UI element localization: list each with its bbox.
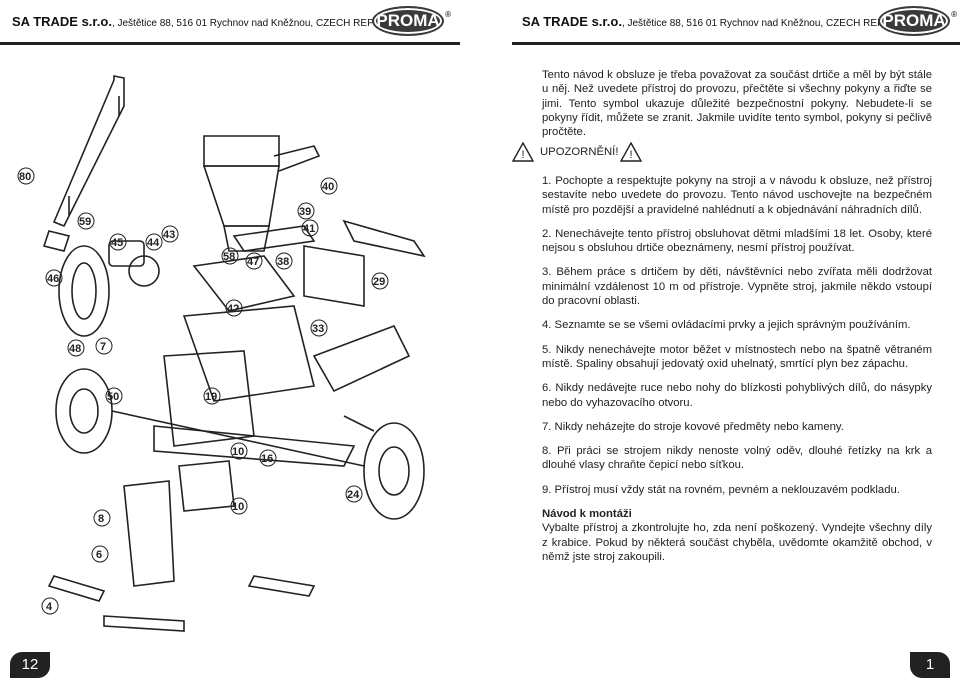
- proma-logo-right: PROMA ®: [878, 6, 957, 36]
- instruction-item: 5. Nikdy nenechávejte motor běžet v míst…: [542, 343, 932, 370]
- diagram-label: 38: [277, 256, 289, 268]
- diagram-label: 24: [347, 489, 360, 501]
- instruction-item: 7. Nikdy neházejte do stroje kovové před…: [542, 420, 844, 433]
- diagram-label: 19: [205, 391, 217, 403]
- instruction-item: 8. Při práci se strojem nikdy nenoste vo…: [542, 445, 932, 472]
- instruction-item: 6. Nikdy nedávejte ruce nebo nohy do blí…: [542, 382, 932, 409]
- exploded-parts-diagram: 80 59 40 39 41 45 44 43 46 58 47 42 29 4…: [17, 75, 426, 632]
- diagram-label: 43: [163, 229, 175, 241]
- svg-text:!: !: [630, 149, 633, 161]
- diagram-label: 10: [232, 446, 244, 458]
- instruction-item: 9. Přístroj musí vždy stát na rovném, pe…: [542, 483, 900, 496]
- diagram-label: 44: [147, 237, 160, 249]
- diagram-label: 6: [96, 549, 102, 561]
- svg-text:!: !: [522, 149, 525, 161]
- diagram-label: 48: [69, 343, 81, 355]
- proma-logo: PROMA ®: [372, 6, 451, 36]
- intro-paragraph: Tento návod k obsluze je třeba považovat…: [542, 69, 932, 139]
- warning-triangle-icon: !: [620, 142, 643, 162]
- warning-heading: ! UPOZORNĚNÍ! !: [512, 142, 643, 162]
- diagram-label: 10: [232, 501, 244, 513]
- diagram-label: 16: [261, 453, 273, 465]
- instruction-item: 2. Nenechávejte tento přístroj obsluhova…: [542, 227, 932, 255]
- diagram-label: 8: [98, 513, 104, 525]
- assembly-title: Návod k montáži: [542, 508, 632, 521]
- assembly-text: Vybalte přístroj a zkontrolujte ho, zda …: [542, 522, 932, 563]
- header-right: SA TRADE s.r.o., Ještětice 88, 516 01 Ry…: [480, 0, 960, 42]
- diagram-label: 39: [299, 206, 311, 218]
- diagram-label: 59: [79, 216, 91, 228]
- header-left: SA TRADE s.r.o., Ještětice 88, 516 01 Ry…: [0, 0, 478, 42]
- diagram-label: 33: [312, 323, 324, 335]
- diagram-label: 46: [47, 273, 59, 285]
- diagram-label: 40: [322, 181, 334, 193]
- instruction-item: 4. Seznamte se se všemi ovládacími prvky…: [542, 319, 911, 332]
- diagram-label: 80: [19, 171, 31, 183]
- header-rule-right: [512, 42, 960, 45]
- header-rule-left: [0, 42, 460, 45]
- instruction-item: 1. Pochopte a respektujte pokyny na stro…: [542, 175, 932, 216]
- diagram-label: 7: [100, 341, 106, 353]
- diagram-label: 47: [247, 256, 259, 268]
- diagram-label: 42: [227, 303, 239, 315]
- diagram-label: 58: [223, 251, 235, 263]
- warning-label: UPOZORNĚNÍ!: [540, 146, 619, 158]
- page-number-right: 1: [910, 652, 950, 678]
- instruction-item: 3. Během práce s drtičem by děti, návště…: [542, 266, 932, 308]
- company-name-right: SA TRADE s.r.o., Ještětice 88, 516 01 Ry…: [522, 13, 914, 29]
- warning-triangle-icon: !: [512, 142, 534, 162]
- page-number-left: 12: [10, 652, 50, 678]
- company-name: SA TRADE s.r.o., Ještětice 88, 516 01 Ry…: [12, 13, 404, 29]
- diagram-label: 41: [303, 223, 315, 235]
- instructions-list: 1. Pochopte a respektujte pokyny na stro…: [542, 174, 932, 574]
- diagram-label: 45: [111, 237, 123, 249]
- diagram-label: 29: [373, 276, 385, 288]
- diagram-label: 50: [107, 391, 119, 403]
- diagram-label: 4: [46, 601, 53, 613]
